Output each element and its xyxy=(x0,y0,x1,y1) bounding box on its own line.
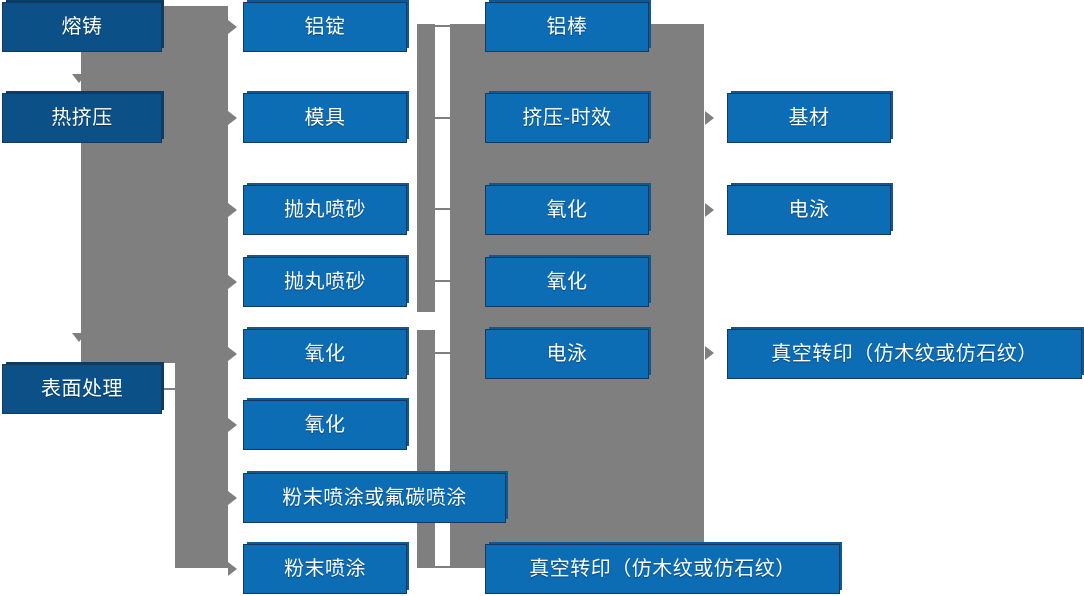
arrow-to-powder-or-pvdf xyxy=(228,491,237,505)
link-anodizing-3 xyxy=(435,208,451,210)
box-aluminium-bar[interactable]: 铝棒 xyxy=(485,2,649,52)
box-aluminium-ingot[interactable]: 铝锭 xyxy=(243,2,407,52)
left-connector-band-upper xyxy=(81,6,228,363)
box-anodizing-4[interactable]: 氧化 xyxy=(485,257,649,307)
arrow-to-shot-blast-1 xyxy=(228,203,237,217)
box-anodizing-1-label: 氧化 xyxy=(304,343,346,365)
box-powder-or-pvdf[interactable]: 粉末喷涂或氟碳喷涂 xyxy=(243,473,506,523)
box-hot-extrusion-label: 热挤压 xyxy=(51,107,113,129)
box-surface-treatment-label: 表面处理 xyxy=(41,378,123,400)
box-electrophoresis-2-label: 电泳 xyxy=(788,199,830,221)
middle-connector-bar-upper xyxy=(417,24,435,312)
arrow-to-shot-blast-2 xyxy=(228,275,237,289)
box-anodizing-2-label: 氧化 xyxy=(304,414,346,436)
middle-connector-bar-lower xyxy=(417,330,435,568)
box-anodizing-4-label: 氧化 xyxy=(546,271,588,293)
arrow-to-aluminium-ingot xyxy=(228,20,237,34)
link-vacuum-transfer-1 xyxy=(435,566,451,568)
arrow-down-extrusion-to-surface xyxy=(72,333,86,342)
box-anodizing-2[interactable]: 氧化 xyxy=(243,400,407,450)
box-die-mould[interactable]: 模具 xyxy=(243,93,407,143)
box-electrophoresis-1[interactable]: 电泳 xyxy=(485,329,649,379)
arrow-to-powder-coating xyxy=(228,562,237,576)
box-base-material-label: 基材 xyxy=(788,107,830,129)
box-hot-extrusion[interactable]: 热挤压 xyxy=(2,93,162,143)
arrow-to-vacuum-transfer-2 xyxy=(705,346,714,360)
box-melt-cast[interactable]: 熔铸 xyxy=(2,2,162,52)
left-connector-band-lower xyxy=(175,363,228,568)
box-aluminium-bar-label: 铝棒 xyxy=(546,16,588,38)
box-shot-blast-1-label: 抛丸喷砂 xyxy=(284,199,366,221)
box-extrusion-aging-label: 挤压-时效 xyxy=(522,107,612,129)
box-surface-treatment[interactable]: 表面处理 xyxy=(2,364,162,414)
box-anodizing-3-label: 氧化 xyxy=(546,199,588,221)
box-powder-or-pvdf-label: 粉末喷涂或氟碳喷涂 xyxy=(282,487,467,509)
box-vacuum-transfer-2[interactable]: 真空转印（仿木纹或仿石纹） xyxy=(727,329,1082,379)
box-shot-blast-2-label: 抛丸喷砂 xyxy=(284,271,366,293)
arrow-down-melt-to-extrusion xyxy=(72,74,86,83)
box-electrophoresis-1-label: 电泳 xyxy=(546,343,588,365)
box-powder-coating[interactable]: 粉末喷涂 xyxy=(243,544,407,594)
box-extrusion-aging[interactable]: 挤压-时效 xyxy=(485,93,649,143)
box-vacuum-transfer-2-label: 真空转印（仿木纹或仿石纹） xyxy=(771,343,1038,365)
box-base-material[interactable]: 基材 xyxy=(727,93,891,143)
arrow-to-die-mould xyxy=(228,111,237,125)
box-vacuum-transfer-1-label: 真空转印（仿木纹或仿石纹） xyxy=(529,558,796,580)
arrow-to-anodizing-2 xyxy=(228,418,237,432)
arrow-to-base-material xyxy=(705,111,714,125)
link-extrusion-aging xyxy=(435,117,451,119)
box-shot-blast-1[interactable]: 抛丸喷砂 xyxy=(243,185,407,235)
arrow-to-electrophoresis-2 xyxy=(705,203,714,217)
box-anodizing-1[interactable]: 氧化 xyxy=(243,329,407,379)
box-anodizing-3[interactable]: 氧化 xyxy=(485,185,649,235)
box-powder-coating-label: 粉末喷涂 xyxy=(284,558,366,580)
surface-treatment-stub xyxy=(164,388,178,390)
box-die-mould-label: 模具 xyxy=(304,107,346,129)
box-shot-blast-2[interactable]: 抛丸喷砂 xyxy=(243,257,407,307)
box-melt-cast-label: 熔铸 xyxy=(61,16,103,38)
link-anodizing-4 xyxy=(435,280,451,282)
arrow-to-anodizing-1 xyxy=(228,347,237,361)
box-electrophoresis-2[interactable]: 电泳 xyxy=(727,185,891,235)
link-aluminium-bar xyxy=(435,25,451,27)
box-vacuum-transfer-1[interactable]: 真空转印（仿木纹或仿石纹） xyxy=(485,544,840,594)
box-aluminium-ingot-label: 铝锭 xyxy=(304,16,346,38)
link-electrophoresis-1 xyxy=(435,352,451,354)
